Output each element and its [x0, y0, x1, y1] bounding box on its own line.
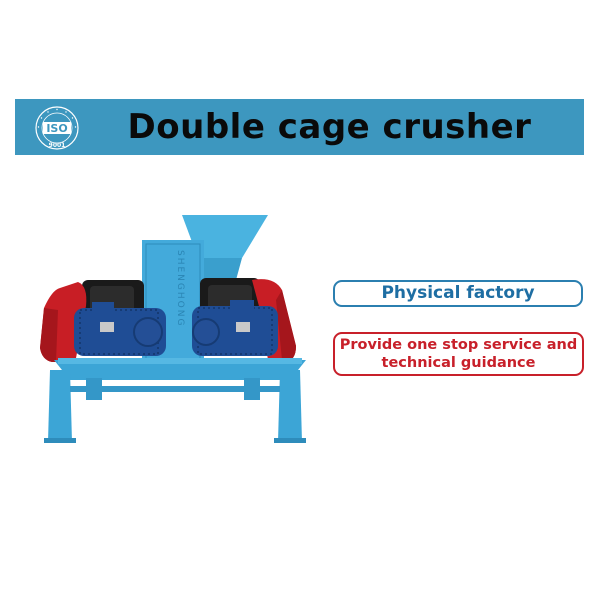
feature-physical-factory: Physical factory — [333, 280, 583, 307]
iso-certification-icon: ISO 9001 — [34, 105, 80, 151]
brand-text: SHENGHONG — [175, 250, 185, 327]
double-cage-crusher-image: SHENGHONG — [30, 210, 320, 450]
feature-one-stop-service: Provide one stop service and technical g… — [333, 332, 584, 376]
base-frame — [54, 360, 306, 380]
iso-badge-text: ISO — [46, 122, 67, 135]
feature-one-stop-service-line1: Provide one stop service and — [339, 337, 578, 353]
title-banner: ISO 9001 Double cage crusher — [15, 99, 584, 155]
front-left-leg — [48, 370, 72, 442]
page-title: Double cage crusher — [127, 107, 532, 147]
feature-one-stop-service-line2: technical guidance — [381, 355, 536, 371]
iso-badge-number: 9001 — [49, 142, 66, 149]
front-right-leg — [278, 370, 302, 442]
